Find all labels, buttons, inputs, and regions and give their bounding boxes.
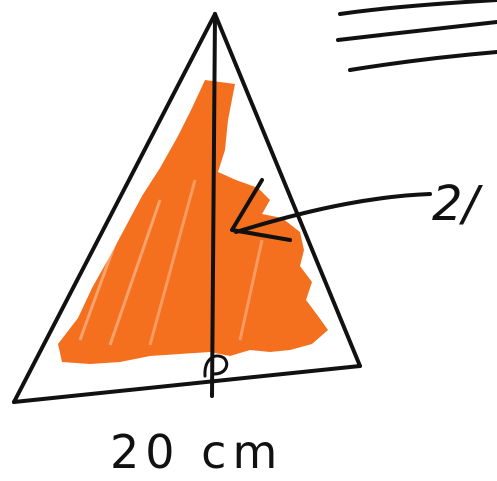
shade-texture-2 xyxy=(108,199,162,346)
triangle-base xyxy=(12,364,362,404)
triangle-right-side xyxy=(213,12,362,368)
triangle-outline xyxy=(12,12,432,404)
scribble-line-1 xyxy=(338,0,497,16)
scribble-line-2 xyxy=(336,20,497,42)
scribble-lines xyxy=(336,0,497,72)
shade-texture-1 xyxy=(78,229,122,341)
triangle-left-side xyxy=(12,12,217,404)
arrow-head xyxy=(230,178,292,242)
base-label: 20 cm xyxy=(110,425,283,477)
right-angle-marker xyxy=(203,354,229,378)
shade-fill xyxy=(58,80,328,364)
altitude-line xyxy=(210,12,217,398)
shaded-region xyxy=(58,80,328,364)
scribble-line-3 xyxy=(348,50,497,72)
arrow-shaft xyxy=(234,192,432,234)
fraction-label: 2/ xyxy=(432,176,484,232)
shade-texture-3 xyxy=(148,179,197,346)
shade-texture-4 xyxy=(238,239,264,341)
